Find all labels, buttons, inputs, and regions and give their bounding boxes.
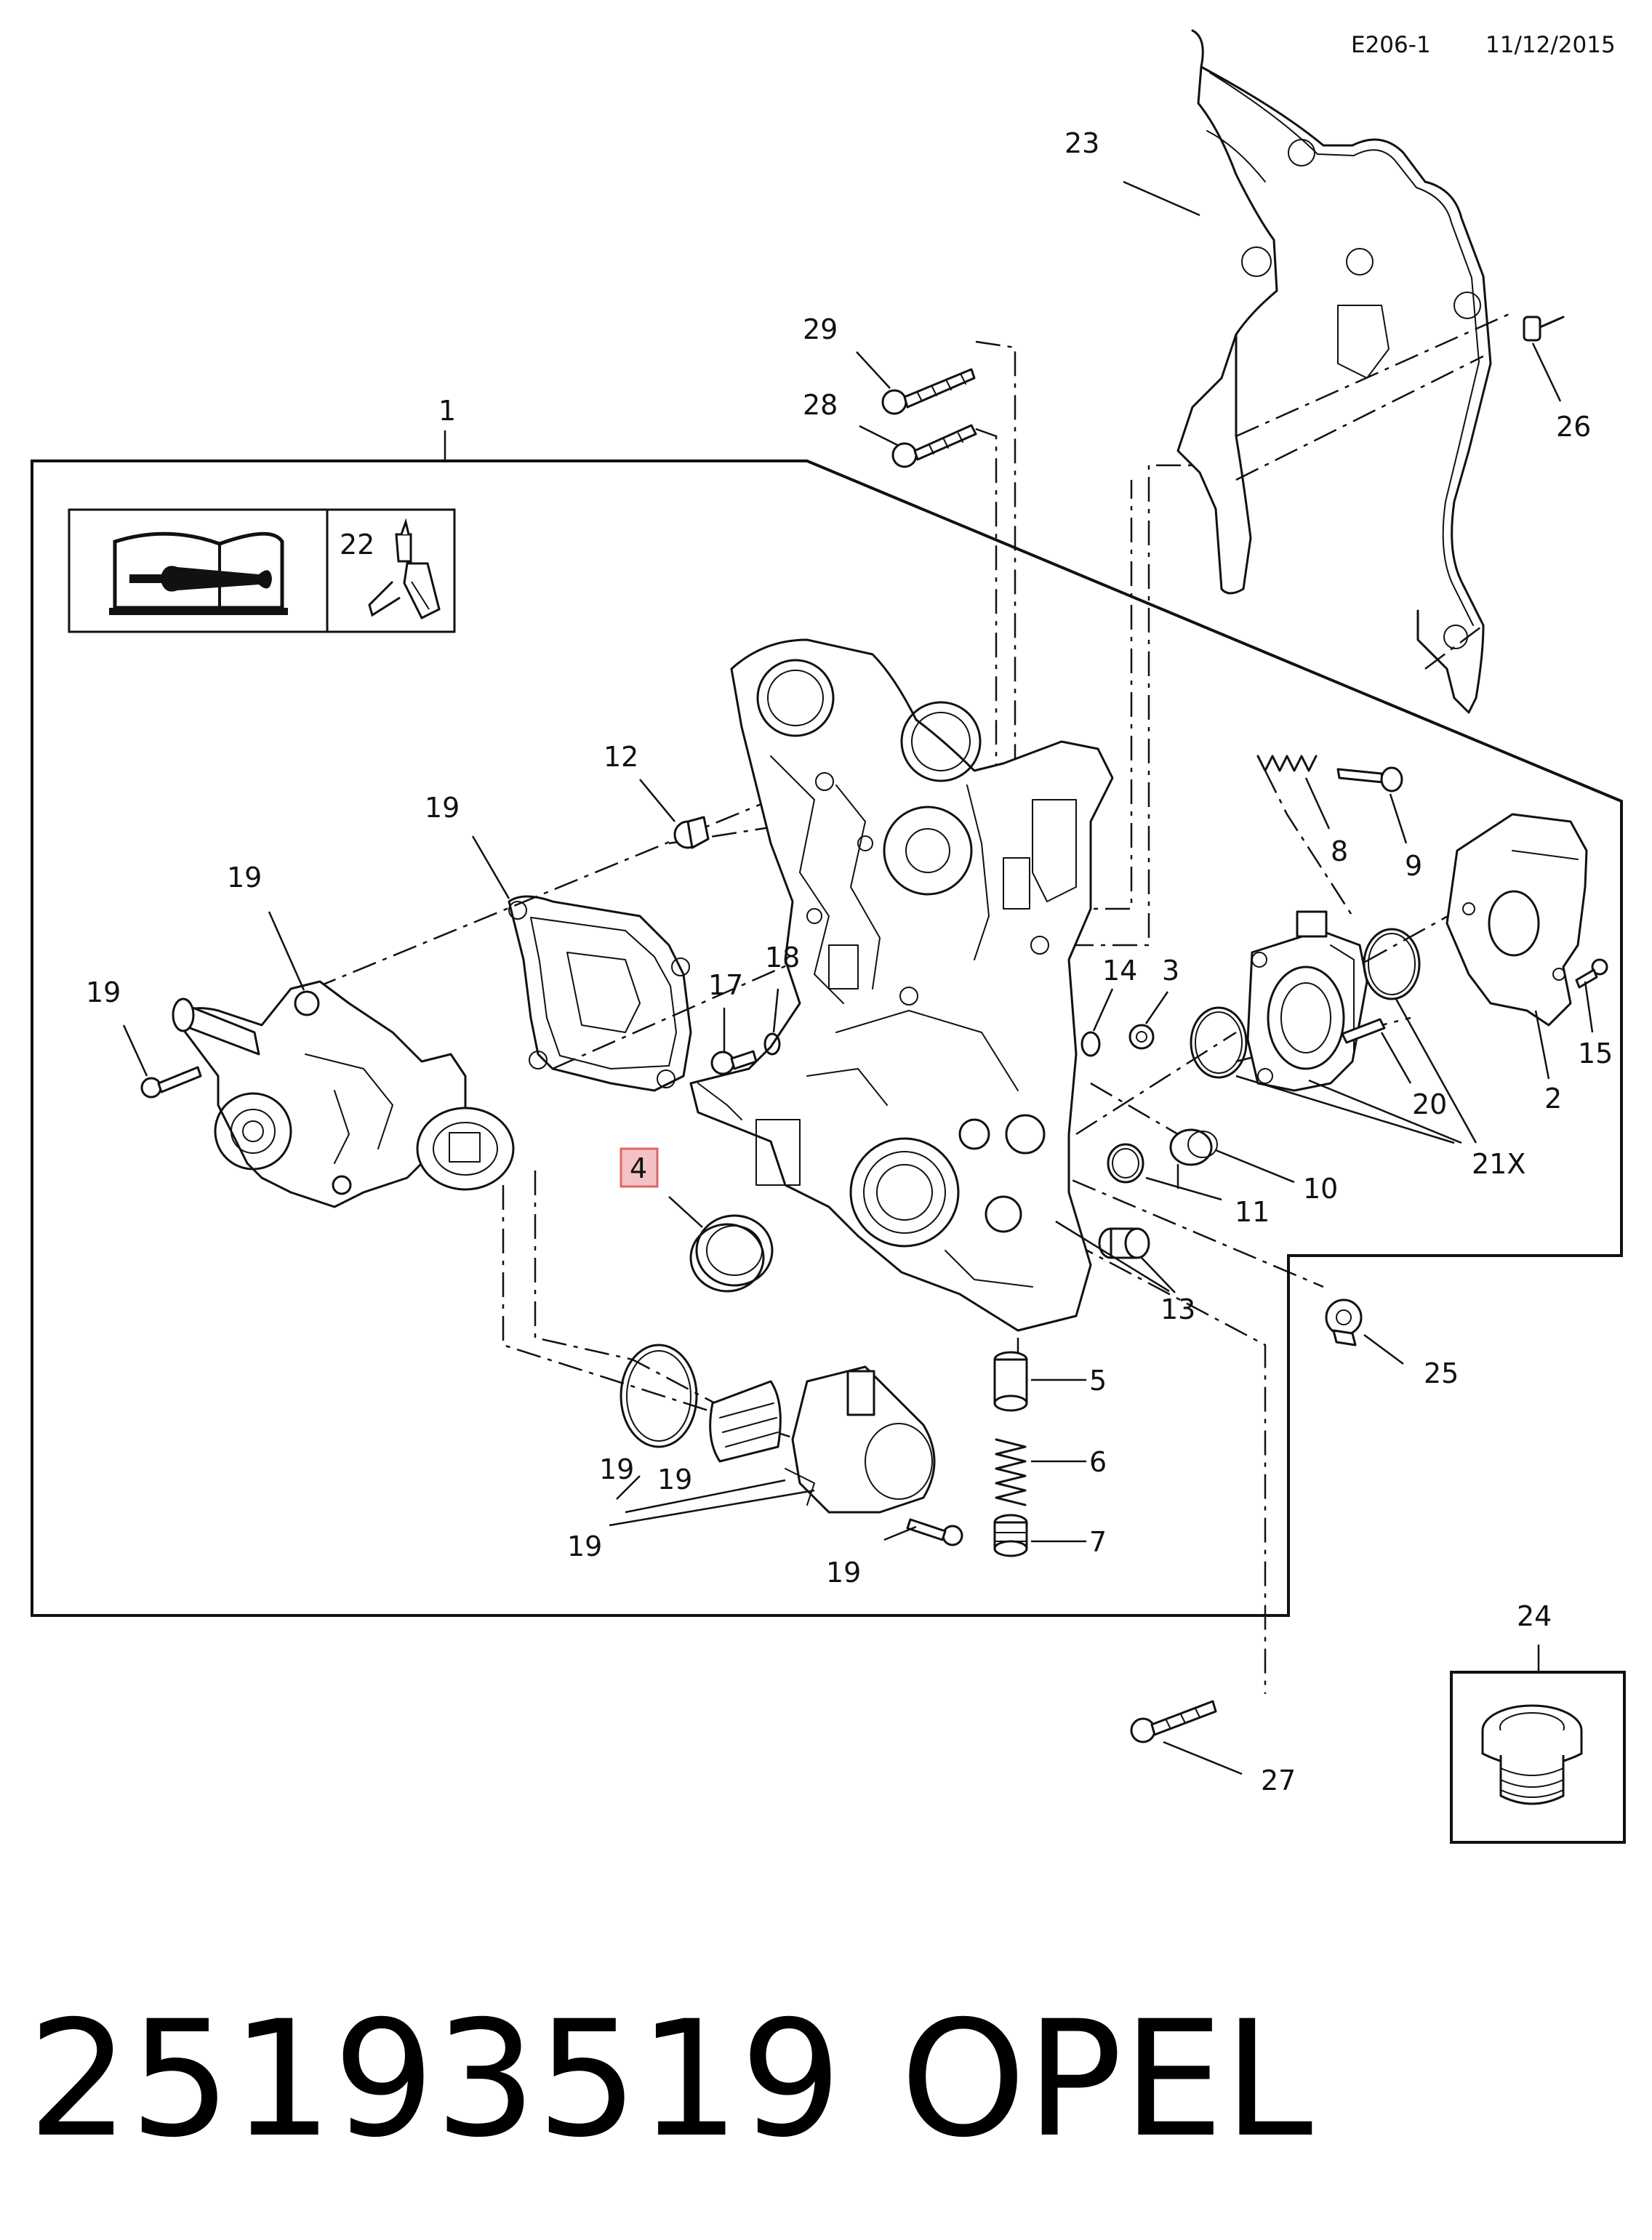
info-box (68, 508, 456, 633)
callout-19-ring[interactable]: 19 (599, 1453, 634, 1485)
piston-9 (1336, 766, 1408, 844)
bolt-14 (1080, 988, 1114, 1057)
callout-28[interactable]: 28 (803, 389, 838, 421)
diagram-date: 11/12/2015 (1485, 32, 1616, 58)
oring-21x-small (1190, 1006, 1248, 1079)
part-number: 25193519 (28, 1986, 842, 2172)
plug-24-icon (1481, 1704, 1583, 1805)
water-pump-housing (172, 980, 515, 1208)
callout-3[interactable]: 3 (1162, 955, 1179, 987)
callout-11[interactable]: 11 (1235, 1196, 1270, 1228)
valve-5 (993, 1351, 1086, 1412)
oring-21x-large (1363, 928, 1421, 1000)
callout-27[interactable]: 27 (1261, 1765, 1296, 1797)
callout-8[interactable]: 8 (1331, 835, 1348, 867)
sealant-tube-icon (368, 518, 441, 620)
plug-7 (993, 1514, 1086, 1557)
callout-25[interactable]: 25 (1424, 1357, 1459, 1389)
plug-10 (1169, 1128, 1295, 1184)
callout-15[interactable]: 15 (1578, 1037, 1613, 1069)
callout-26[interactable]: 26 (1556, 411, 1591, 443)
plug-12 (639, 779, 710, 849)
bolt-19-left (122, 1024, 202, 1099)
timing-cover-housing (689, 638, 1114, 1332)
callout-20[interactable]: 20 (1412, 1088, 1447, 1120)
callout-19-lower-bolt[interactable]: 19 (826, 1557, 861, 1589)
callout-6[interactable]: 6 (1089, 1446, 1107, 1478)
assembly-1-frame (31, 459, 1623, 1617)
callout-19-pump[interactable]: 19 (227, 862, 262, 894)
callout-5[interactable]: 5 (1089, 1365, 1107, 1397)
item-24-box (1450, 1645, 1626, 1844)
callout-10[interactable]: 10 (1303, 1173, 1338, 1205)
callout-13[interactable]: 13 (1160, 1293, 1195, 1325)
nut-3 (1128, 991, 1169, 1050)
callout-1[interactable]: 1 (438, 395, 456, 427)
plug-25 (1325, 1298, 1404, 1365)
bolt-19-lower (883, 1518, 963, 1546)
sleeve-13 (1098, 1227, 1176, 1293)
callout-19-gasket[interactable]: 19 (425, 792, 460, 824)
bolt-17 (710, 1008, 758, 1075)
thermostat-assembly (620, 1344, 936, 1514)
oil-pump-cover (1446, 813, 1588, 1027)
spring-6 (995, 1438, 1086, 1506)
bolt-29 (856, 351, 976, 415)
callout-2[interactable]: 2 (1544, 1083, 1562, 1115)
callout-12[interactable]: 12 (604, 741, 638, 773)
water-pump-gasket-19 (471, 835, 692, 1092)
pin-20 (1341, 1018, 1412, 1084)
callout-17[interactable]: 17 (708, 969, 743, 1001)
callout-4[interactable]: 4 (630, 1152, 647, 1184)
bolt-27 (1130, 1700, 1243, 1775)
callout-9[interactable]: 9 (1405, 850, 1422, 882)
brand-name: OPEL (900, 1986, 1312, 2172)
stud-26 (1523, 316, 1565, 402)
callout-19-housing[interactable]: 19 (567, 1530, 602, 1562)
callout-19-thermostat[interactable]: 19 (657, 1464, 692, 1496)
callout-22[interactable]: 22 (340, 529, 374, 561)
ring-11 (1107, 1143, 1222, 1201)
oil-pump-housing (1246, 910, 1368, 1092)
callout-19-bolt[interactable]: 19 (86, 976, 121, 1008)
callout-23[interactable]: 23 (1064, 127, 1099, 159)
diagram-code: E206-1 (1351, 32, 1431, 58)
callout-7[interactable]: 7 (1089, 1526, 1107, 1558)
callout-21x[interactable]: 21X (1472, 1148, 1525, 1180)
callout-labels: 1 2 3 4 5 6 7 8 9 10 11 12 13 14 15 17 1… (86, 127, 1613, 1797)
bolt-28 (859, 424, 977, 468)
repair-manual-icon (109, 531, 288, 615)
callout-24[interactable]: 24 (1517, 1600, 1552, 1632)
bolt-15 (1575, 958, 1608, 1033)
spring-8 (1256, 755, 1331, 830)
callout-4-highlight (620, 1147, 659, 1188)
callout-29[interactable]: 29 (803, 313, 838, 345)
callout-14[interactable]: 14 (1102, 955, 1137, 987)
ring-18 (763, 988, 781, 1056)
timing-cover-gasket-23 (1123, 29, 1492, 714)
callout-18[interactable]: 18 (765, 942, 800, 974)
oil-seal-4 (668, 1196, 774, 1293)
